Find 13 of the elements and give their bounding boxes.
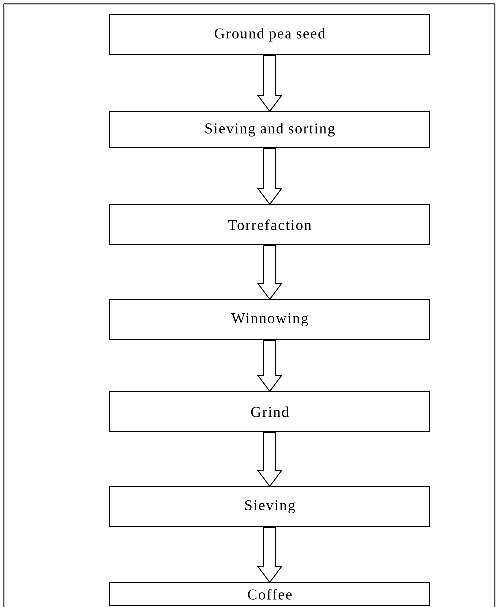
hollow-arrow	[257, 432, 283, 488]
hollow-arrow	[257, 340, 283, 392]
hollow-arrow	[257, 245, 283, 300]
hollow-arrow	[257, 55, 283, 112]
process-box: Torrefaction	[110, 204, 430, 246]
process-box: Coffee	[110, 582, 430, 606]
hollow-arrow	[257, 148, 283, 206]
process-box: Sieving	[110, 486, 430, 528]
hollow-arrow	[257, 527, 283, 584]
process-box: Grind	[110, 392, 430, 432]
process-box: Ground pea seed	[110, 14, 430, 56]
process-box: Sieving and sorting	[110, 112, 430, 148]
process-box: Winnowing	[110, 300, 430, 340]
